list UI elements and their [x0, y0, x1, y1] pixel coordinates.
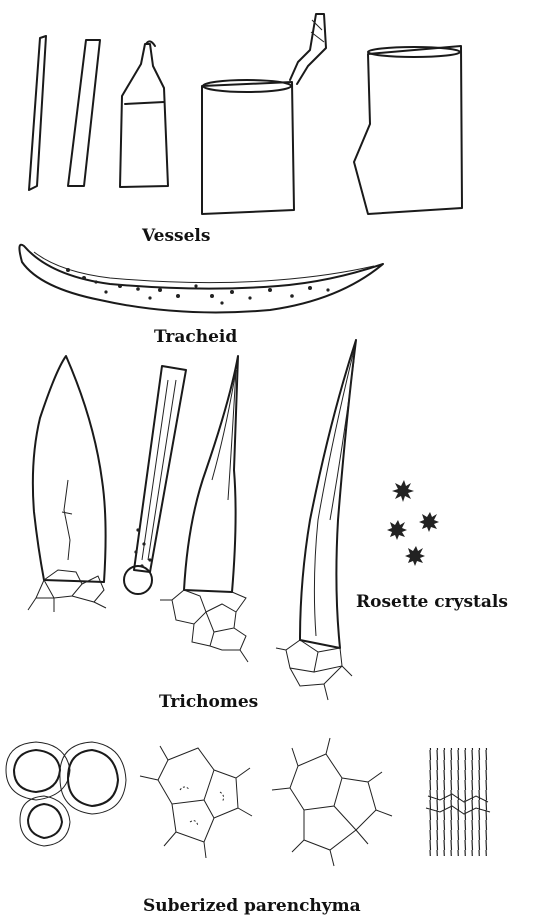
label-vessels: Vessels	[142, 226, 210, 246]
rosette-crystals	[387, 480, 439, 566]
trichome-1	[28, 356, 106, 612]
label-rosette-crystals: Rosette crystals	[356, 592, 508, 612]
cells-group-1	[6, 742, 126, 846]
label-trichomes: Trichomes	[159, 692, 258, 712]
trichome-4	[276, 340, 356, 700]
cells-group-2	[140, 746, 252, 858]
vessel-1	[29, 36, 46, 190]
tracheid	[19, 245, 383, 313]
vessel-3	[120, 41, 168, 187]
vessel-4	[202, 14, 326, 214]
label-suberized-parenchyma: Suberized parenchyma	[143, 896, 361, 916]
label-tracheid: Tracheid	[154, 327, 237, 347]
vessel-2	[68, 40, 100, 186]
trichome-2	[124, 366, 186, 594]
vessel-5	[354, 46, 462, 214]
cells-group-4	[426, 748, 490, 856]
trichome-3	[160, 356, 248, 662]
cells-group-3	[272, 738, 392, 866]
